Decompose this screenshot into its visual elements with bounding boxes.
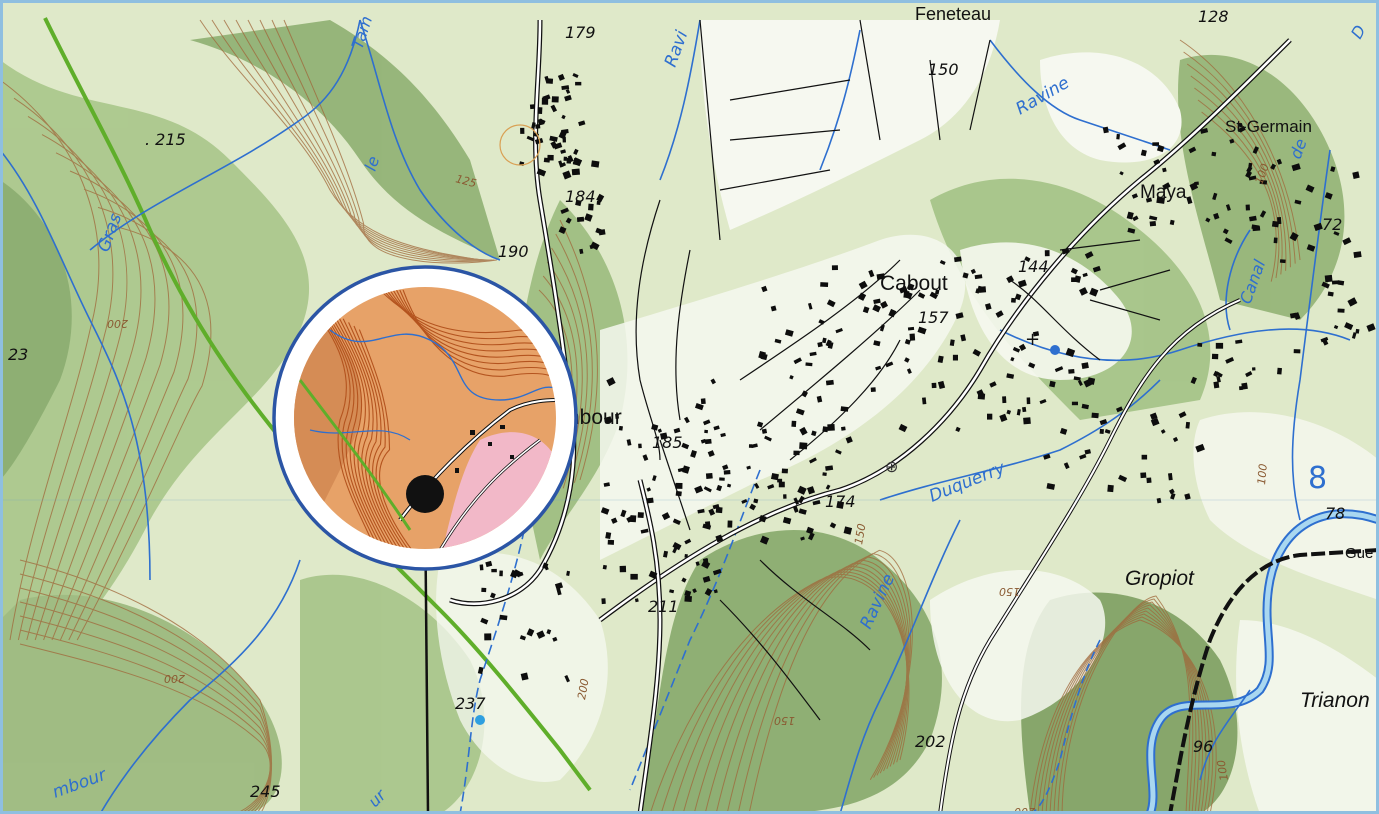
elev-144: 144 <box>1018 257 1049 276</box>
elev-184: 184 <box>565 187 596 206</box>
spring-marker-2 <box>475 715 485 725</box>
elev-202: 202 <box>915 732 946 751</box>
elev-72: 72 <box>1322 215 1342 234</box>
location-pin[interactable] <box>406 475 444 513</box>
elev-190: 190 <box>498 242 529 261</box>
contour-label-200-sw: 200 <box>164 672 185 685</box>
place-maya: Maya <box>1140 182 1187 203</box>
elev-157: 157 <box>918 308 949 327</box>
spring-marker <box>1050 345 1060 355</box>
contour-labels: 200 200 200 150 150 150 100 100 100 125 … <box>107 162 1272 814</box>
elev-237: 237 <box>455 694 486 713</box>
elev-215: . 215 <box>145 130 186 149</box>
place-st-germain: St-Germain <box>1225 117 1312 136</box>
contour-label-100-b: 100 <box>1255 463 1270 485</box>
place-names: Cabout Maya St-Germain Gropiot Trianon F… <box>540 4 1373 712</box>
contour-label-200-bottom: 200 <box>1014 805 1035 814</box>
elev-128: 128 <box>1198 7 1229 26</box>
church-marker <box>499 124 541 166</box>
place-trianon: Trianon <box>1300 689 1370 712</box>
elev-96: 96 <box>1193 737 1213 756</box>
elev-179: 179 <box>565 23 596 42</box>
contour-label-200-mid: 200 <box>575 678 591 701</box>
elev-174: 174 <box>825 492 856 511</box>
elev-245: 245 <box>250 782 281 801</box>
elev-185: 185 <box>652 433 683 452</box>
buildings <box>477 73 1376 683</box>
elev-23: 23 <box>8 345 28 364</box>
elevation-labels: . 215 179 150 128 184 190 144 157 185 17… <box>8 7 1345 801</box>
cross-marker: + <box>1025 329 1040 350</box>
contour-label-150-b: 150 <box>999 585 1020 598</box>
elev-211: 211 <box>648 597 679 616</box>
place-gropiot: Gropiot <box>1125 567 1195 590</box>
place-cabout: Cabout <box>880 272 948 295</box>
contour-label-200-left: 200 <box>107 317 128 330</box>
contour-label-100-c: 100 <box>1215 759 1231 782</box>
contour-label-150-c: 150 <box>774 714 795 727</box>
elev-78: 78 <box>1325 504 1345 523</box>
contour-label-150-a: 150 <box>852 523 868 546</box>
place-gue: Gue <box>1345 545 1373 562</box>
contour-label-125: 125 <box>454 172 478 190</box>
elev-150-top: 150 <box>928 60 959 79</box>
contour-lines <box>0 19 1301 814</box>
label-le: le <box>361 154 384 174</box>
chapel-marker: ⊕ <box>885 457 898 476</box>
place-feneteau: Feneteau <box>915 4 991 24</box>
pond-marker: 8 <box>1308 461 1327 496</box>
magnified-inset[interactable] <box>272 265 578 814</box>
